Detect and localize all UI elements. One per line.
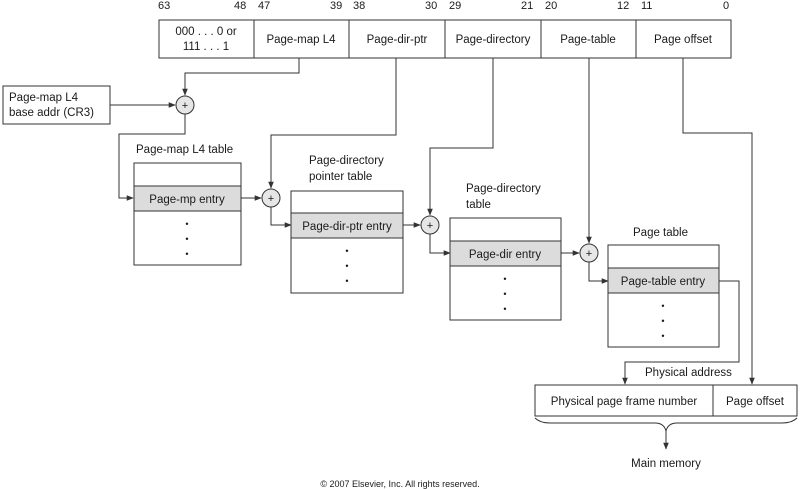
dirptr-field-to-adder-2 bbox=[268, 58, 397, 189]
bit-20: 20 bbox=[545, 0, 557, 12]
page-table: Page table Page-table entry • • • bbox=[607, 227, 720, 348]
cr3-register: Page-map L4 base addr (CR3) bbox=[2, 85, 111, 125]
field-page-table: Page-table bbox=[560, 34, 616, 46]
pd-table: Page-directory table Page-dir entry • • … bbox=[449, 183, 562, 321]
adder-4-symbol: + bbox=[586, 248, 592, 260]
main-memory-label: Main memory bbox=[631, 458, 701, 470]
bit-29: 29 bbox=[449, 0, 461, 12]
adder-2-to-pdpt-entry bbox=[270, 207, 292, 228]
pdpt-dot-2: • bbox=[345, 261, 348, 271]
adder-3: + bbox=[420, 215, 440, 235]
adder-2-symbol: + bbox=[268, 193, 274, 205]
pt-entry: Page-table entry bbox=[621, 276, 706, 288]
bit-48: 48 bbox=[234, 0, 246, 12]
pml4-dot-3: • bbox=[185, 249, 188, 259]
l4-field-to-adder-1 bbox=[182, 58, 300, 96]
pml4-dot-1: • bbox=[185, 219, 188, 229]
adder-3-symbol: + bbox=[427, 220, 433, 232]
pdpt-table: Page-directory pointer table Page-dir-pt… bbox=[290, 155, 404, 294]
bit-0: 0 bbox=[723, 0, 729, 12]
pdpt-dot-1: • bbox=[345, 246, 348, 256]
pml4-title: Page-map L4 table bbox=[136, 144, 233, 156]
pt-dot-1: • bbox=[661, 301, 664, 311]
field-page-dir-ptr: Page-dir-ptr bbox=[367, 34, 428, 46]
bit-21: 21 bbox=[521, 0, 533, 12]
pt-entry-to-frame bbox=[622, 280, 740, 385]
pdpt-entry: Page-dir-ptr entry bbox=[302, 221, 392, 233]
physical-page-offset: Page offset bbox=[726, 396, 785, 408]
copyright-notice: © 2007 Elsevier, Inc. All rights reserve… bbox=[320, 479, 479, 489]
pml4-table: Page-map L4 table Page-mp entry • • • bbox=[133, 144, 242, 266]
pt-dot-3: • bbox=[661, 331, 664, 341]
pd-entry: Page-dir entry bbox=[469, 249, 541, 261]
bit-11: 11 bbox=[641, 0, 652, 12]
pt-dot-2: • bbox=[661, 316, 664, 326]
pdpt-title2: pointer table bbox=[309, 171, 372, 183]
pd-title2: table bbox=[466, 199, 491, 211]
adder-1-to-pml4-entry bbox=[118, 114, 186, 201]
pd-dot-3: • bbox=[503, 304, 506, 314]
field-page-map-l4: Page-map L4 bbox=[266, 34, 336, 46]
pd-dot-2: • bbox=[503, 289, 506, 299]
pd-dot-1: • bbox=[503, 274, 506, 284]
bit-47: 47 bbox=[258, 0, 270, 12]
physical-address-register: Physical page frame number Page offset bbox=[534, 384, 798, 417]
virtual-address-register: 000 . . . 0 or 111 . . . 1 Page-map L4 P… bbox=[158, 19, 732, 59]
bit-39: 39 bbox=[330, 0, 342, 12]
field-page-offset: Page offset bbox=[654, 34, 713, 46]
pdpt-title1: Page-directory bbox=[309, 155, 384, 167]
pd-title1: Page-directory bbox=[466, 183, 541, 195]
adder-4: + bbox=[579, 243, 599, 263]
offset-field-to-physical-offset bbox=[682, 58, 755, 385]
bit-38: 38 bbox=[353, 0, 365, 12]
adder-1-symbol: + bbox=[182, 100, 188, 112]
cr3-line2: base addr (CR3) bbox=[9, 107, 94, 119]
bit-63: 63 bbox=[158, 0, 170, 12]
cr3-line1: Page-map L4 bbox=[9, 92, 79, 104]
field-page-directory: Page-directory bbox=[456, 34, 531, 46]
bit-12: 12 bbox=[617, 0, 629, 12]
physical-address-label: Physical address bbox=[645, 367, 732, 379]
physical-address-brace bbox=[534, 417, 798, 432]
physical-frame-number: Physical page frame number bbox=[551, 396, 698, 408]
sign-ext-line2: 111 . . . 1 bbox=[183, 41, 229, 53]
sign-ext-line1: 000 . . . 0 or bbox=[175, 26, 237, 38]
adder-4-to-pt-entry bbox=[588, 262, 609, 284]
bit-30: 30 bbox=[425, 0, 437, 12]
pml4-entry: Page-mp entry bbox=[149, 194, 225, 206]
adder-1: + bbox=[175, 95, 195, 115]
adder-3-to-pd-entry bbox=[429, 234, 451, 256]
pml4-dot-2: • bbox=[185, 234, 188, 244]
pt-title: Page table bbox=[633, 227, 688, 239]
dir-field-to-adder-3 bbox=[427, 58, 494, 216]
adder-2: + bbox=[261, 188, 281, 208]
pdpt-dot-3: • bbox=[345, 276, 348, 286]
